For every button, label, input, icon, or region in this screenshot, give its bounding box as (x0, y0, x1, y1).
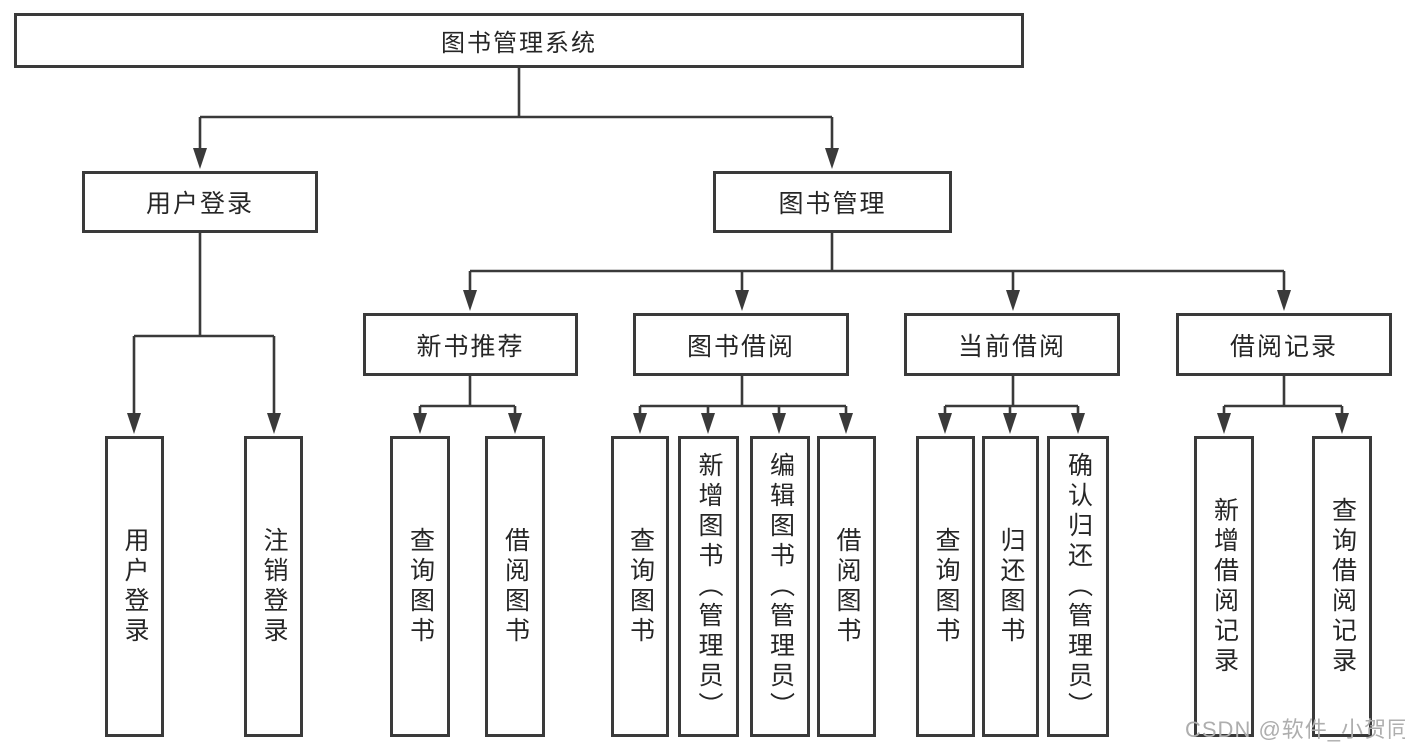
leaf-return-books-label: 归还图书 (997, 526, 1025, 647)
node-current-borrowing: 当前借阅 (904, 313, 1120, 376)
csdn-watermark: CSDN @软件_小贺同学 (1185, 717, 1405, 742)
leaf-add-borrow-record-label: 新增借阅记录 (1210, 496, 1239, 677)
leaf-confirm-return-admin: 确认归还（管理员） (1047, 436, 1109, 737)
node-user-login: 用户登录 (82, 171, 318, 233)
leaf-borrow-books-newbooks-label: 借阅图书 (501, 526, 530, 647)
leaf-add-books-admin: 新增图书（管理员） (678, 436, 739, 737)
connector-userlogin-to-leaves (127, 233, 281, 434)
leaf-borrow-books-newbooks: 借阅图书 (485, 436, 545, 737)
leaf-logout-login: 注销登录 (244, 436, 303, 737)
connector-borrowing-to-leaves (633, 376, 853, 434)
leaf-query-books-newbooks-label: 查询图书 (406, 526, 435, 647)
leaf-query-books-borrowing-label: 查询图书 (626, 526, 655, 647)
connector-bookmgmt-to-level3 (463, 233, 1291, 311)
connector-newbooks-to-leaves (413, 376, 522, 434)
leaf-user-login-label: 用户登录 (121, 526, 149, 647)
leaf-query-books-newbooks: 查询图书 (390, 436, 450, 737)
leaf-return-books: 归还图书 (982, 436, 1039, 737)
leaf-add-books-admin-label: 新增图书（管理员） (695, 451, 723, 722)
leaf-edit-books-admin-label: 编辑图书（管理员） (766, 451, 795, 722)
leaf-confirm-return-admin-label: 确认归还（管理员） (1064, 451, 1093, 722)
node-book-management: 图书管理 (713, 171, 952, 233)
leaf-logout-login-label: 注销登录 (260, 526, 288, 647)
leaf-edit-books-admin: 编辑图书（管理员） (750, 436, 810, 737)
leaf-query-borrow-record-label: 查询借阅记录 (1328, 496, 1357, 677)
leaf-borrow-books-borrowing: 借阅图书 (817, 436, 876, 737)
node-new-book-recommend: 新书推荐 (363, 313, 578, 376)
connector-root-to-level2 (193, 68, 839, 169)
leaf-user-login: 用户登录 (105, 436, 164, 737)
node-borrow-records: 借阅记录 (1176, 313, 1392, 376)
connector-current-to-leaves (938, 376, 1085, 434)
leaf-query-books-current: 查询图书 (916, 436, 975, 737)
connector-records-to-leaves (1217, 376, 1349, 434)
leaf-query-borrow-record: 查询借阅记录 (1312, 436, 1372, 737)
leaf-borrow-books-borrowing-label: 借阅图书 (833, 526, 861, 647)
node-book-borrowing: 图书借阅 (633, 313, 849, 376)
leaf-query-books-current-label: 查询图书 (932, 526, 960, 647)
leaf-add-borrow-record: 新增借阅记录 (1194, 436, 1254, 737)
node-library-management-system: 图书管理系统 (14, 13, 1024, 68)
leaf-query-books-borrowing: 查询图书 (611, 436, 669, 737)
